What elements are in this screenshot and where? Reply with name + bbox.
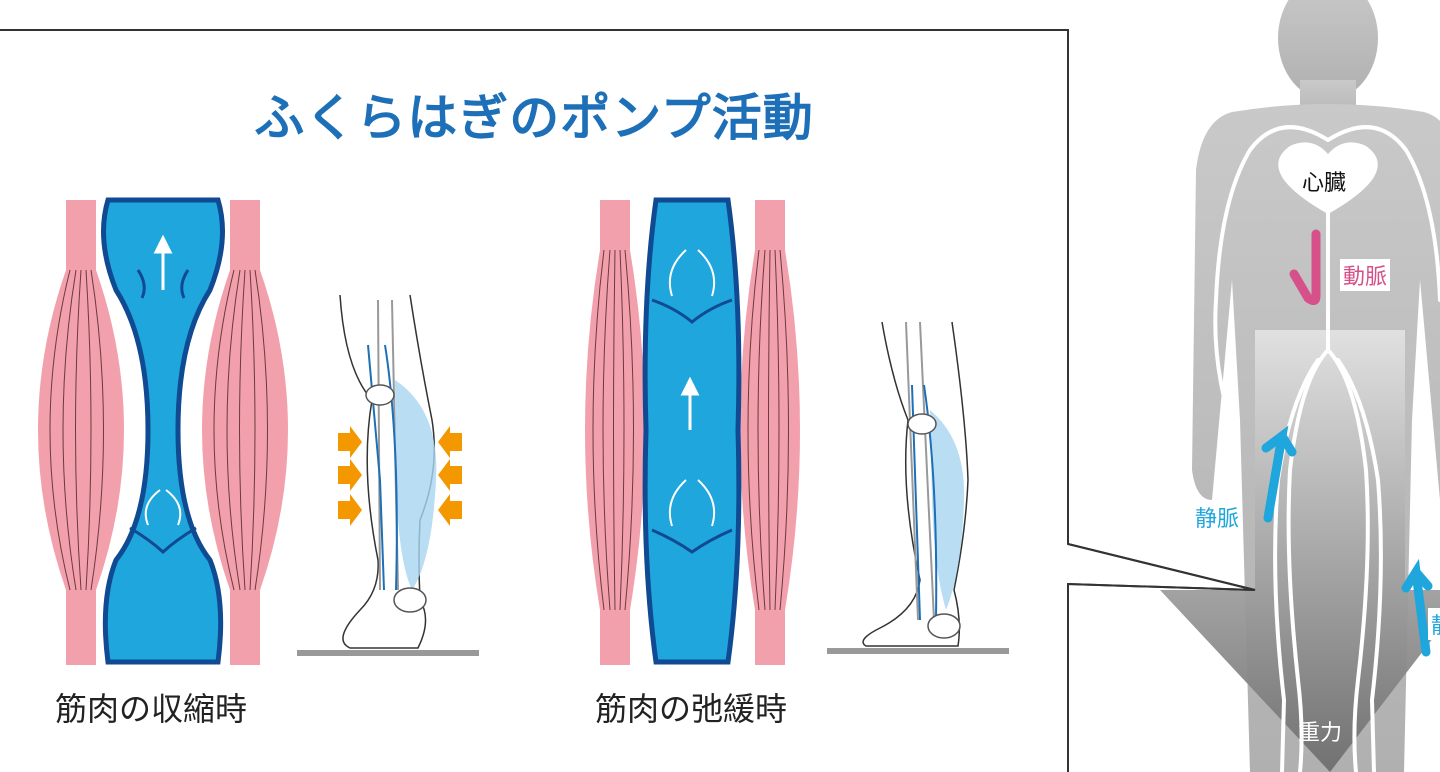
label-artery: 動脈: [1340, 259, 1391, 291]
muscle-relaxed-right: [740, 200, 800, 665]
leg-contracted: [339, 294, 437, 649]
label-vein-partial: 静: [1428, 608, 1440, 640]
valve-open: [136, 269, 190, 299]
vein-squeezed: [101, 197, 225, 665]
vessel-lines: [1213, 125, 1440, 772]
relaxation-panel: [585, 197, 1009, 665]
label-heart: 心臓: [1302, 171, 1347, 196]
muscle-left: [38, 200, 124, 665]
vein-arrow-2: [1401, 558, 1433, 657]
valves-relaxed: [651, 298, 733, 554]
artery-arrow: [1289, 229, 1321, 306]
diagram-title: ふくらはぎのポンプ活動: [254, 89, 814, 147]
label-gravity: 重力: [1298, 721, 1343, 746]
caption-relaxation: 筋肉の弛緩時: [595, 690, 788, 728]
label-vein: 静脈: [1192, 501, 1243, 533]
vein-relaxed: [642, 197, 742, 665]
contraction-panel: [38, 197, 479, 665]
backflow-swirl: [144, 489, 182, 526]
vein-arrow: [1261, 425, 1297, 523]
flow-arrow-up-relaxed: [680, 376, 700, 430]
muscle-right: [202, 200, 288, 665]
body-figure: [1160, 0, 1440, 772]
leg-relaxed: [862, 321, 969, 647]
floor-line: [297, 650, 479, 656]
muscle-relaxed-left: [585, 200, 645, 665]
floor-line-2: [827, 648, 1009, 654]
heart-shape: [1278, 142, 1378, 214]
caption-contraction: 筋肉の収縮時: [55, 690, 248, 728]
swirls-relaxed: [668, 249, 716, 527]
valve-closed: [129, 526, 197, 555]
flow-arrow-up: [153, 234, 173, 290]
squeeze-arrows: [338, 426, 462, 526]
